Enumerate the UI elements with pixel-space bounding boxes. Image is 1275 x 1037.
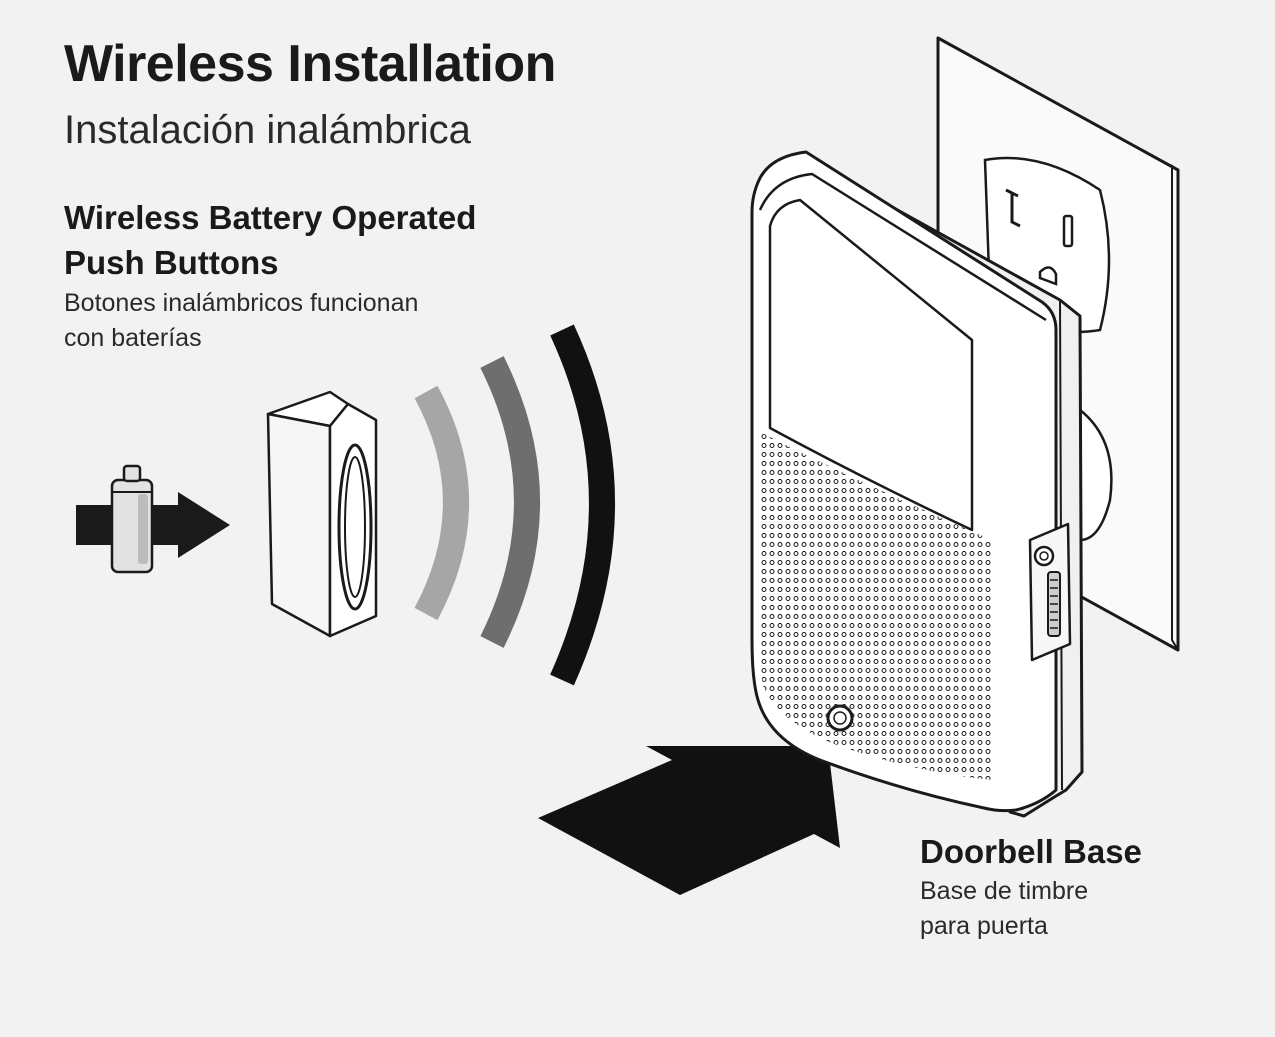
page-title: Wireless Installation <box>64 35 556 93</box>
push-buttons-label-es: Botones inalámbricos funcionan con bater… <box>64 286 418 356</box>
push-buttons-label-line2: Push Buttons <box>64 243 279 281</box>
doorbell-base-label: Doorbell Base <box>920 833 1142 870</box>
page-subtitle: Instalación inalámbrica <box>64 108 471 152</box>
battery-icon <box>110 464 154 574</box>
push-buttons-label: Wireless Battery Operated Push Buttons <box>64 196 476 285</box>
push-buttons-label-es-line2: con baterías <box>64 324 202 352</box>
doorbell-base-icon <box>750 150 1084 818</box>
doorbell-base-label-es: Base de timbre para puerta <box>920 874 1088 944</box>
push-buttons-label-line1: Wireless Battery Operated <box>64 199 477 236</box>
doorbell-base-label-es-line1: Base de timbre <box>920 877 1089 905</box>
push-button-icon <box>266 390 378 638</box>
wireless-signal-icon <box>414 324 615 686</box>
doorbell-base-label-es-line2: para puerta <box>920 912 1048 940</box>
push-buttons-label-es-line1: Botones inalámbricos funcionan <box>64 289 419 317</box>
base-arrow-icon <box>538 746 840 895</box>
